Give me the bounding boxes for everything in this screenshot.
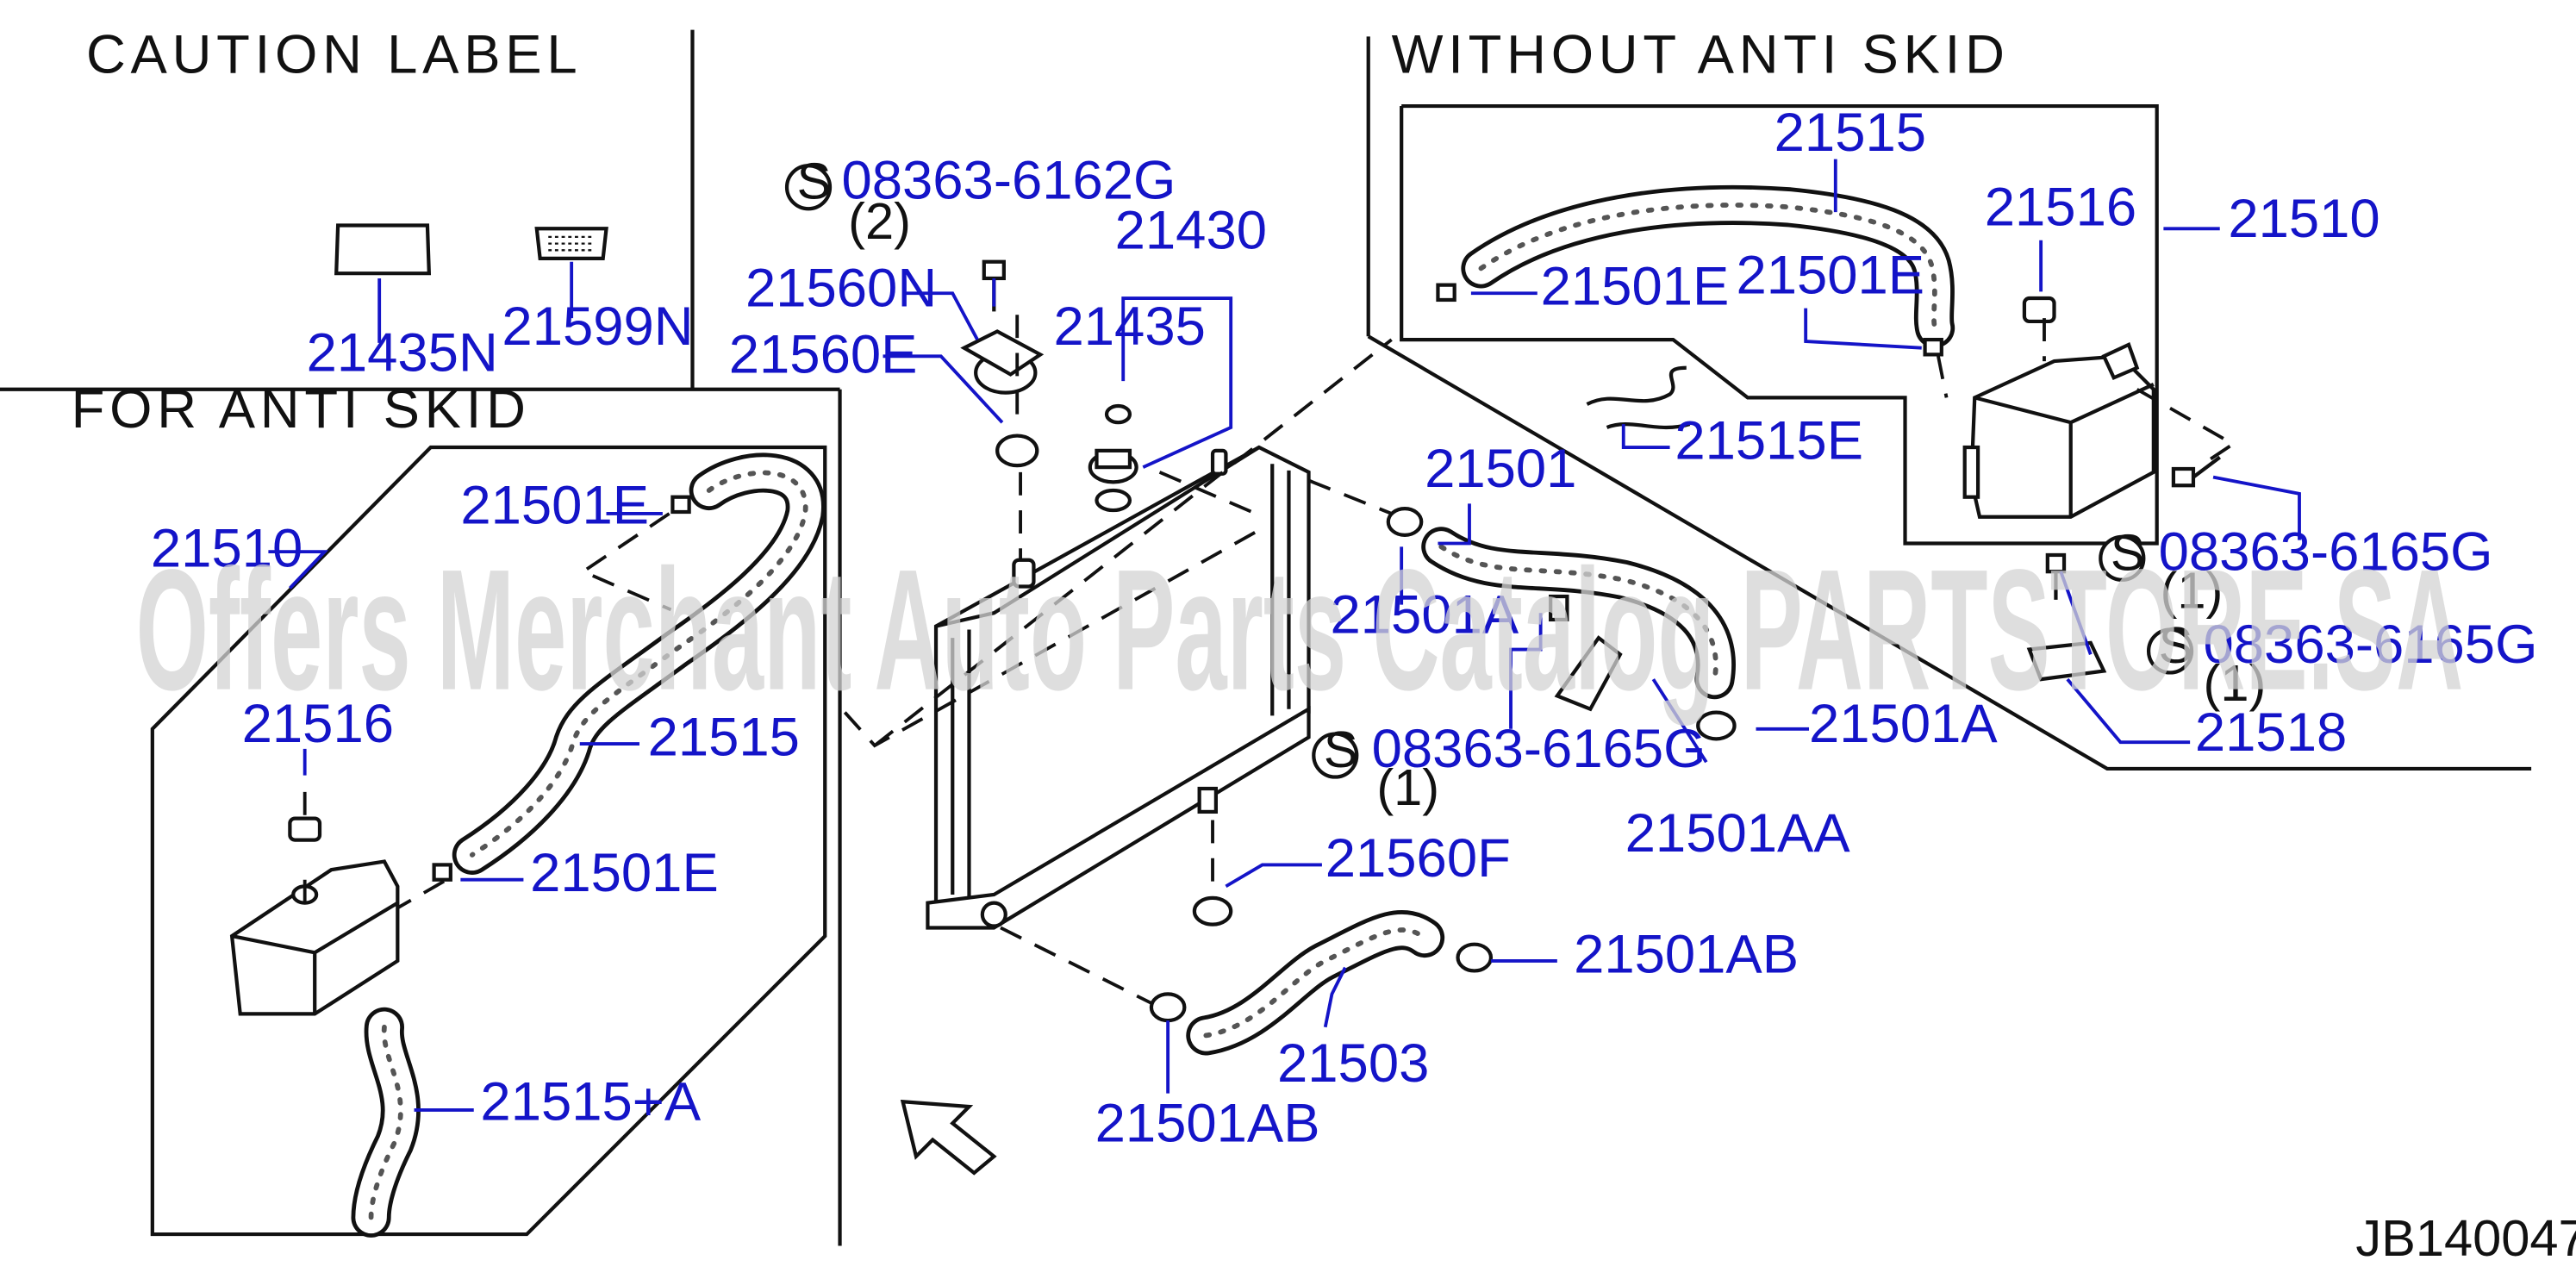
overflow-hose-21515a xyxy=(351,1007,421,1238)
clips-right xyxy=(1436,283,1943,357)
bracket-21518 xyxy=(2026,640,2107,682)
clip-21501e-left-bottom xyxy=(432,863,452,882)
qty-6162g: (2) xyxy=(848,192,911,250)
reservoir-hose-21515-right xyxy=(1461,184,1955,348)
mount-bushings xyxy=(960,329,1233,926)
caution-label-21435n xyxy=(334,223,432,343)
upper-hose-21501 xyxy=(1421,527,1736,700)
callout-21501e-right-a: 21501E xyxy=(1541,257,1730,317)
callout-21516-left: 21516 xyxy=(242,694,394,754)
callout-21510-right: 21510 xyxy=(2228,189,2380,249)
leaders-left xyxy=(268,511,663,1112)
callout-21501aa: 21501AA xyxy=(1625,803,1851,864)
right-dashes xyxy=(1937,318,2236,465)
qty-6165g-mid: (1) xyxy=(1376,758,1439,816)
s-letter-6165g-right2: S xyxy=(2159,616,2193,674)
callout-21503: 21503 xyxy=(1277,1033,1429,1094)
callout-21435: 21435 xyxy=(1054,296,1206,357)
qty-6165g-right2: (1) xyxy=(2204,654,2267,712)
diagram-code: JB140047 xyxy=(2355,1209,2576,1267)
radiator-core-21460 xyxy=(926,445,1311,930)
wire-21515e xyxy=(1586,365,1691,430)
qty-6165g-right1: (1) xyxy=(2161,561,2224,619)
clamp-21501a-left xyxy=(1386,507,1424,538)
caution-label-heading: CAUTION LABEL xyxy=(86,25,582,85)
callout-21501: 21501 xyxy=(1425,439,1576,499)
bolts-right xyxy=(2045,455,2221,600)
callout-21501a-right: 21501A xyxy=(1809,694,1998,754)
leaders-center xyxy=(883,278,1810,1094)
callout-21515-right: 21515 xyxy=(1775,103,1926,163)
callout-21501a-left: 21501A xyxy=(1331,584,1519,645)
callout-21501ab-right: 21501AB xyxy=(1574,924,1799,984)
radiator-cap-21430 xyxy=(1088,403,1138,513)
callout-21510-left: 21510 xyxy=(151,518,303,578)
watermark: Offers Merchant Auto Parts Catalog PARTS… xyxy=(136,534,2464,727)
s-symbol-6165g-right2 xyxy=(2146,627,2194,675)
without-anti-skid-heading: WITHOUT ANTI SKID xyxy=(1392,25,2010,85)
front-arrow xyxy=(900,1099,997,1176)
caution-label-21599n xyxy=(534,227,608,319)
callout-21515a: 21515+A xyxy=(480,1071,701,1132)
callout-21430: 21430 xyxy=(1115,200,1267,260)
reservoir-tank-right xyxy=(1962,296,2155,519)
callout-21515e: 21515E xyxy=(1675,410,1863,471)
bracket-21501aa xyxy=(1549,594,1623,712)
lower-hose-21503 xyxy=(1186,910,1445,1056)
reservoir-hose-21515-left xyxy=(452,452,826,875)
s-symbol-6165g-mid xyxy=(1312,732,1359,779)
callout-21515-left: 21515 xyxy=(648,708,800,768)
clip-21501e-left-top xyxy=(671,495,691,515)
callout-21560n: 21560N xyxy=(745,259,937,319)
clamp-21501ab-bottom xyxy=(1149,992,1187,1023)
clamp-21501a-right xyxy=(1696,710,1737,741)
s-symbol-6162g xyxy=(784,164,833,211)
s-symbol-6165g-right1 xyxy=(2099,534,2146,582)
callout-21501e-left-top: 21501E xyxy=(460,475,649,535)
callout-08363-6165g-right1: 08363-6165G xyxy=(2159,521,2493,582)
callout-21501e-left-bottom: 21501E xyxy=(530,843,719,903)
section-frames xyxy=(0,29,2532,1246)
callout-21435n: 21435N xyxy=(307,323,498,384)
center-dashes xyxy=(843,315,1393,1009)
callout-08363-6165g-right2: 08363-6165G xyxy=(2204,615,2538,675)
callout-21501e-right-b: 21501E xyxy=(1736,245,1924,305)
callout-21560f: 21560F xyxy=(1325,828,1511,889)
callout-21560e: 21560E xyxy=(729,325,918,385)
s-letter-6165g-mid: S xyxy=(1324,721,1358,778)
s-letter-6162g: S xyxy=(797,153,832,210)
callout-08363-6165g-mid: 08363-6165G xyxy=(1372,719,1706,779)
leaders-right xyxy=(1470,159,2301,745)
callout-08363-6162g: 08363-6162G xyxy=(841,151,1176,211)
for-anti-skid-heading: FOR ANTI SKID xyxy=(72,379,531,440)
callout-21516-right: 21516 xyxy=(1985,177,2136,237)
callout-21501ab-bottom: 21501AB xyxy=(1095,1093,1320,1153)
callout-21599n: 21599N xyxy=(502,296,693,357)
reservoir-tank-left xyxy=(229,816,400,1016)
callout-21518: 21518 xyxy=(2195,702,2347,763)
s-letter-6165g-right1: S xyxy=(2111,523,2145,581)
clamp-21501ab-right xyxy=(1456,942,1494,973)
